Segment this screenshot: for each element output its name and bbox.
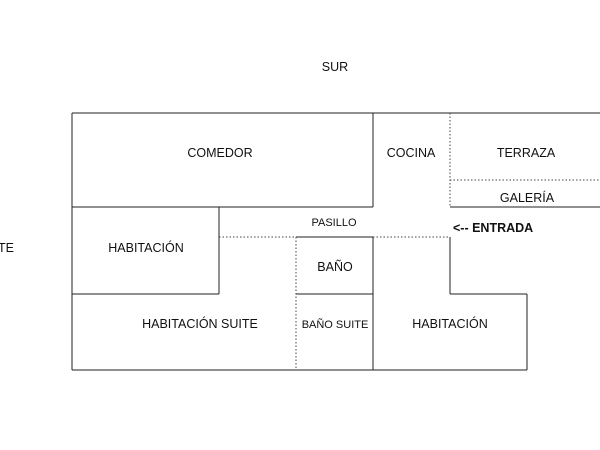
open-partitions: [219, 113, 600, 370]
room-terraza-label: TERRAZA: [497, 146, 556, 160]
outer-walls: [71, 112, 600, 371]
room-cocina-label: COCINA: [387, 146, 436, 160]
room-comedor-label: COMEDOR: [187, 146, 252, 160]
interior-walls: [72, 113, 600, 370]
room-habitacion-suite-label: HABITACIÓN SUITE: [142, 316, 258, 331]
compass-west-label: TE: [0, 241, 14, 255]
entrance-label: <-- ENTRADA: [453, 221, 533, 235]
room-bano-suite-label: BAÑO SUITE: [302, 318, 369, 331]
room-galeria-label: GALERÍA: [500, 190, 555, 205]
room-habitacion-left-label: HABITACIÓN: [108, 240, 183, 255]
room-habitacion-right-label: HABITACIÓN: [412, 316, 487, 331]
room-pasillo-label: PASILLO: [311, 217, 356, 229]
compass-south-label: SUR: [322, 60, 348, 74]
room-bano-label: BAÑO: [317, 260, 353, 274]
